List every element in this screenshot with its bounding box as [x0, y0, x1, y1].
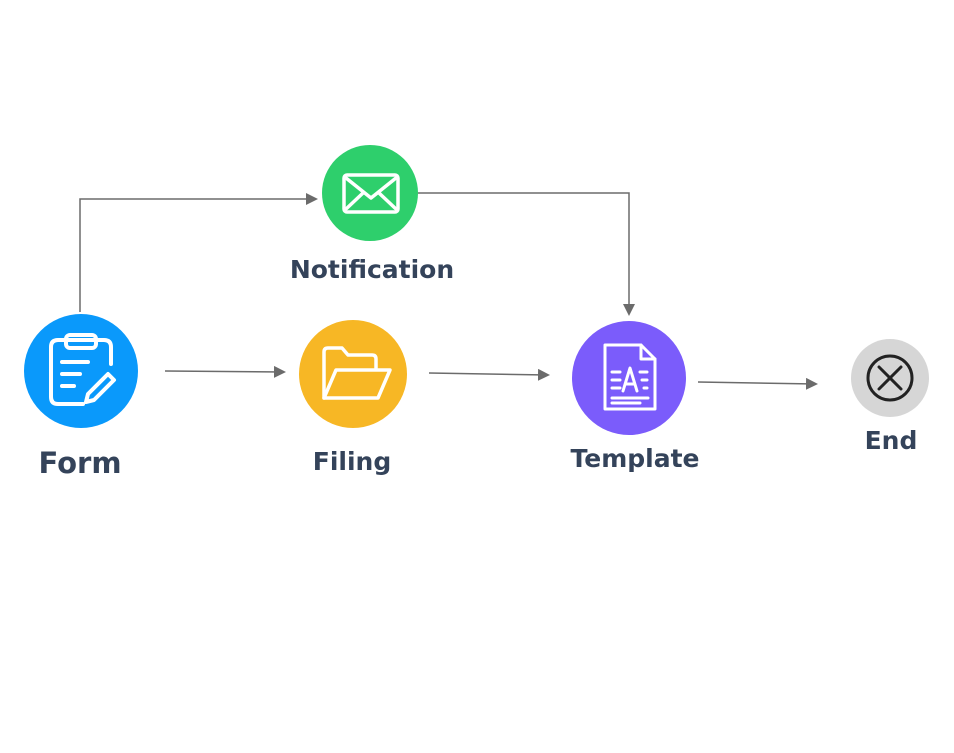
node-label-notification: Notification: [289, 255, 455, 284]
edge-filing-to-template: [428, 368, 550, 381]
edges: [79, 192, 818, 390]
clipboard-pencil-icon: [49, 333, 116, 406]
envelope-icon: [342, 173, 400, 214]
node-label-filing: Filing: [312, 447, 392, 476]
edge-form-to-filing: [164, 365, 286, 378]
node-form: [24, 314, 138, 428]
node-template: [572, 321, 686, 435]
node-label-end: End: [864, 426, 918, 455]
edge-form-to-notification: [79, 193, 318, 312]
node-form-circle: [24, 314, 138, 428]
node-template-circle: [572, 321, 686, 435]
node-label-template: Template: [570, 444, 700, 473]
close-circle-icon: [866, 354, 914, 402]
node-filing-circle: [299, 320, 407, 428]
node-filing: [299, 320, 407, 428]
node-end: [851, 339, 929, 417]
edge-template-to-end: [697, 377, 818, 390]
edge-notification-to-template: [418, 192, 635, 316]
node-label-form: Form: [38, 446, 122, 480]
folder-open-icon: [322, 346, 392, 400]
node-notification: [322, 145, 418, 241]
document-template-icon: [603, 343, 657, 411]
node-notification-circle: [322, 145, 418, 241]
